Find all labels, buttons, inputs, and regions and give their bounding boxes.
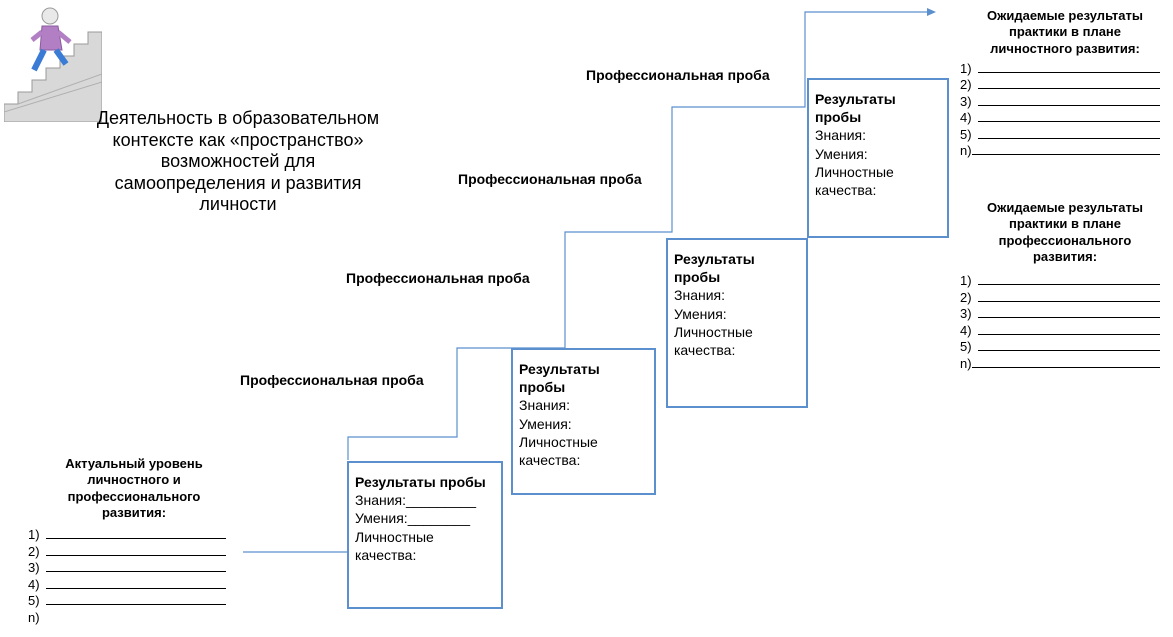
result-box-knowledge: Знания: <box>674 287 725 304</box>
result-box-title: Результаты пробы <box>815 91 896 126</box>
step-label-3: Профессиональная проба <box>458 171 642 187</box>
result-box-3: Результаты пробы Знания: Умения: Личност… <box>666 238 808 408</box>
expected-personal-block: Ожидаемые результаты практики в плане ли… <box>960 8 1170 160</box>
result-box-knowledge: Знания: <box>815 127 866 144</box>
list-item: n) <box>960 356 1170 373</box>
list-item: 5) <box>960 339 1170 356</box>
step-label-2: Профессиональная проба <box>346 270 530 286</box>
current-level-block: Актуальный уровень личностного и професс… <box>28 456 240 626</box>
list-item: 5) <box>960 127 1170 144</box>
list-item: 3) <box>960 94 1170 111</box>
result-box-qualities: Личностные качества: <box>519 433 598 468</box>
list-item: 4) <box>28 577 240 594</box>
result-box-knowledge: Знания:_________ <box>355 492 477 509</box>
result-box-title: Результаты пробы <box>674 251 755 286</box>
expected-personal-heading: Ожидаемые результаты практики в плане ли… <box>987 8 1143 56</box>
list-item: 1) <box>960 273 1170 290</box>
list-item: 4) <box>960 110 1170 127</box>
list-item: 3) <box>960 306 1170 323</box>
result-box-title: Результаты пробы <box>355 474 486 490</box>
result-box-qualities: Личностные качества: <box>674 323 753 358</box>
result-box-4: Результаты пробы Знания: Умения: Личност… <box>807 78 949 238</box>
list-item: 4) <box>960 323 1170 340</box>
step-label-1: Профессиональная проба <box>240 372 424 388</box>
list-item: 2) <box>960 290 1170 307</box>
result-box-qualities: Личностные качества: <box>355 528 434 563</box>
step-label-4: Профессиональная проба <box>586 67 770 83</box>
current-level-heading: Актуальный уровень личностного и професс… <box>65 456 203 520</box>
list-item: 2) <box>28 544 240 561</box>
result-box-skills: Умения: <box>519 415 572 432</box>
result-box-skills: Умения: <box>674 305 727 322</box>
expected-professional-block: Ожидаемые результаты практики в плане пр… <box>960 200 1170 372</box>
arrow-right-icon <box>927 8 936 16</box>
person-climbing-stairs-icon <box>4 7 102 122</box>
expected-professional-heading: Ожидаемые результаты практики в плане пр… <box>987 200 1143 264</box>
result-box-skills: Умения: <box>815 145 868 162</box>
list-item: 1) <box>960 61 1170 78</box>
result-box-1: Результаты пробы Знания:_________ Умения… <box>347 461 503 609</box>
result-box-knowledge: Знания: <box>519 397 570 414</box>
result-box-2: Результаты пробы Знания: Умения: Личност… <box>511 348 656 495</box>
list-item: n) <box>28 609 40 625</box>
result-box-qualities: Личностные качества: <box>815 163 894 198</box>
list-item: 1) <box>28 527 240 544</box>
subtitle: Деятельность в образовательном контексте… <box>96 108 380 215</box>
list-item: 5) <box>28 593 240 610</box>
result-box-title: Результаты пробы <box>519 361 600 396</box>
list-item: 2) <box>960 77 1170 94</box>
list-item: 3) <box>28 560 240 577</box>
list-item: n) <box>960 143 1170 160</box>
result-box-skills: Умения:________ <box>355 510 470 527</box>
